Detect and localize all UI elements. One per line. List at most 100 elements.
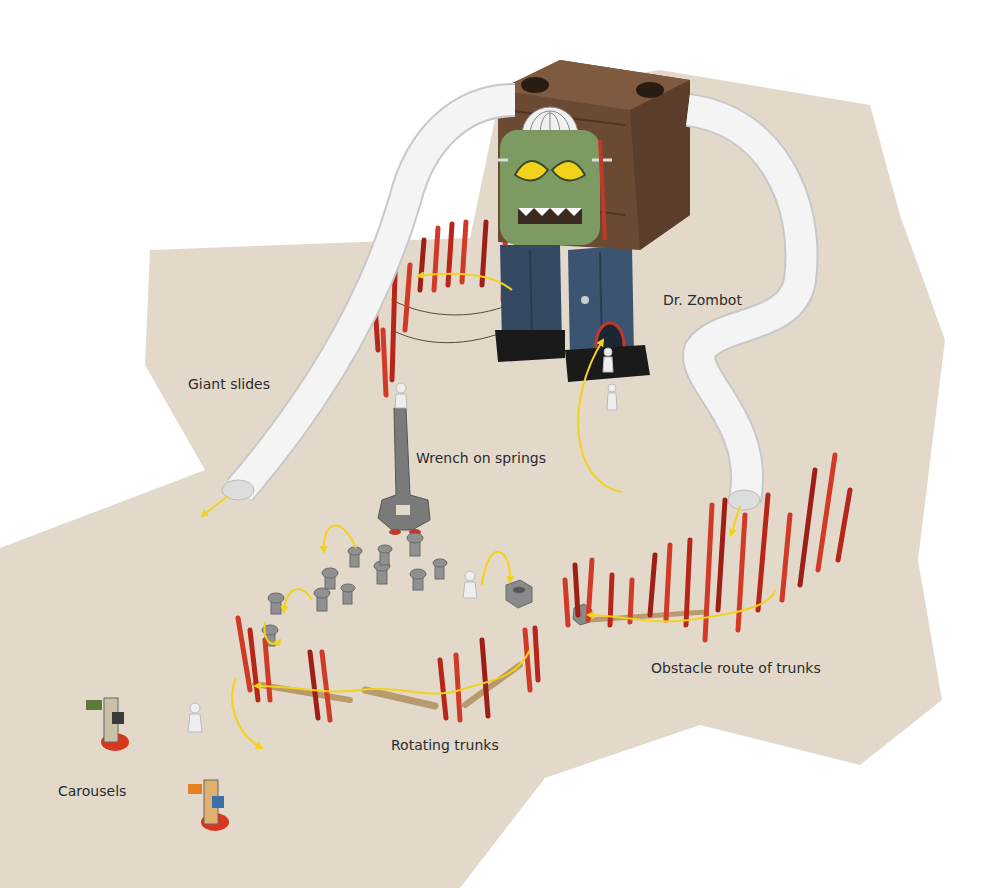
robot-tower-part — [565, 345, 650, 382]
child-figures-part — [463, 582, 477, 598]
obstacle-trunks-part — [705, 505, 712, 640]
spring-wrench — [378, 408, 430, 535]
robot-tower-part — [552, 161, 585, 180]
label-holder: Rotating trunks — [391, 735, 499, 754]
label-holder: Carousels — [58, 781, 126, 800]
child-figures-part — [608, 384, 616, 392]
obstacle-trunks-part — [588, 560, 592, 620]
child-figures-part — [395, 394, 407, 408]
robot-tower-part — [530, 250, 532, 340]
obstacle-trunks-part — [565, 580, 568, 625]
obstacle-trunks — [565, 455, 850, 640]
robot-tower-part — [500, 130, 600, 245]
child-figures-part — [465, 571, 475, 581]
spring-wrench-part — [396, 505, 410, 515]
child-figures-part — [607, 393, 617, 410]
ground-area — [0, 70, 945, 888]
spring-wrench-part — [378, 408, 430, 530]
robot-tower-part — [495, 330, 565, 362]
trunk-ring-part — [482, 222, 486, 285]
bolt-field-part — [268, 593, 284, 603]
route-arrows-part — [232, 678, 262, 748]
rotating-trunks-part — [525, 630, 530, 690]
area-label: Rotating trunks — [391, 737, 499, 753]
rotating-trunks-part — [250, 630, 258, 700]
bolt-field-part — [407, 533, 423, 543]
rotating-trunks-part — [265, 640, 270, 700]
obstacle-trunks-part — [838, 490, 850, 560]
ground-area-part — [0, 70, 945, 888]
giant-slides-part — [240, 100, 515, 490]
giant-slides — [222, 100, 802, 510]
trunk-ring-part — [448, 224, 452, 285]
bolt-field-part — [506, 580, 532, 608]
trunk-ring-part — [383, 330, 386, 395]
obstacle-trunks-part — [758, 495, 768, 610]
obstacle-trunks-part — [738, 515, 745, 630]
obstacle-trunks-part — [718, 500, 725, 610]
trunk-ring-part — [434, 228, 438, 290]
carousels — [86, 698, 229, 831]
bolt-field-part — [341, 584, 355, 592]
rotating-trunks-part — [310, 652, 318, 718]
trunk-ring-part — [392, 300, 520, 315]
obstacle-trunks-part — [666, 545, 670, 620]
robot-tower-part — [521, 77, 549, 93]
label-holder: Wrench on springs — [416, 448, 546, 467]
route-arrows-part — [482, 552, 510, 585]
rotating-trunks-part — [482, 640, 488, 716]
route-arrows-part — [731, 506, 740, 535]
robot-tower-part — [600, 140, 605, 240]
child-figures-part — [396, 383, 406, 393]
carousels-part — [112, 712, 124, 724]
robot-tower-part — [492, 159, 508, 162]
spring-wrench-part — [389, 529, 401, 535]
obstacle-trunks-part — [800, 470, 815, 585]
label-holder: Obstacle route of trunks — [651, 658, 821, 677]
route-arrows-part — [202, 496, 228, 516]
route-arrows-part — [588, 590, 775, 621]
obstacle-trunks-part — [818, 455, 835, 570]
robot-tower-part — [581, 296, 589, 304]
obstacle-trunks-part — [575, 565, 578, 615]
bolt-field-part — [410, 569, 426, 579]
child-figures-part — [603, 357, 613, 372]
area-label: Giant slides — [188, 376, 270, 392]
area-label: Obstacle route of trunks — [651, 660, 821, 676]
robot-tower-part — [518, 208, 582, 216]
obstacle-trunks-part — [782, 515, 790, 600]
route-arrows — [202, 274, 775, 748]
route-arrows-part — [578, 340, 622, 492]
bolt-field-part — [322, 568, 338, 578]
bolt-field-part — [433, 559, 447, 567]
route-arrows-part — [418, 274, 512, 290]
rotating-trunks — [238, 618, 538, 720]
area-label: Wrench on springs — [416, 450, 546, 466]
robot-tower — [492, 60, 690, 382]
route-arrows-part — [255, 650, 530, 694]
bolt-field-part — [513, 587, 525, 593]
trunk-ring-part — [405, 265, 410, 330]
area-label: Carousels — [58, 783, 126, 799]
label-holder: Giant slides — [188, 374, 270, 393]
carousels-part — [212, 796, 224, 808]
route-arrows-part — [264, 622, 280, 644]
obstacle-trunks-part — [630, 580, 632, 622]
trunk-ring-part — [462, 222, 466, 282]
rotating-trunks-part — [456, 655, 460, 720]
giant-slides-part — [728, 490, 760, 510]
rotating-trunks-part — [322, 652, 330, 720]
route-arrows-part — [324, 526, 356, 552]
robot-tower-part — [630, 80, 690, 250]
route-arrows-part — [284, 589, 312, 612]
robot-tower-part — [518, 208, 582, 224]
obstacle-trunks-part — [650, 555, 655, 615]
trunk-ring-part — [420, 240, 424, 290]
rotating-trunks-part — [440, 660, 446, 718]
carousels-part — [188, 784, 202, 794]
robot-tower-part — [498, 60, 690, 250]
bolt-field — [262, 533, 592, 646]
rotating-trunks-part — [535, 628, 538, 680]
robot-tower-part — [636, 82, 664, 98]
child-figures-part — [604, 348, 612, 356]
